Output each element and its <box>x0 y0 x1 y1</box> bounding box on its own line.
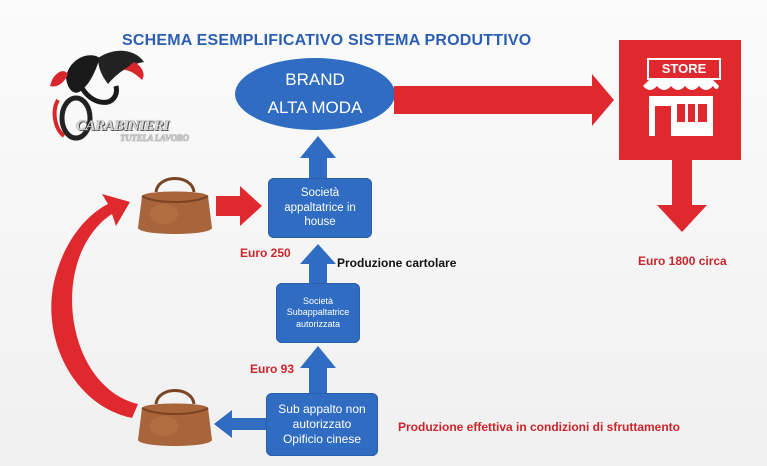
store-icon <box>643 78 719 136</box>
carabinieri-logo-icon <box>50 50 144 141</box>
brand-line-2: ALTA MODA <box>267 98 363 117</box>
sub-authorized-line-1: Società <box>302 296 333 307</box>
arrow-up-to-brand-icon <box>300 136 336 178</box>
arrow-up-to-in-house-icon <box>300 244 336 283</box>
arrow-bag-to-in-house-icon <box>216 186 262 226</box>
arrow-curved-return-icon <box>51 194 138 418</box>
price-label-93: Euro 93 <box>250 362 295 376</box>
in-house-line-1: Società <box>300 187 340 200</box>
arrow-left-to-bag-icon <box>214 410 266 438</box>
logo-subtext: TUTELA LAVORO <box>120 133 189 143</box>
unauthorized-subcontract-box: Sub appalto non autorizzato Opificio cin… <box>266 393 378 456</box>
authorized-subcontractor-box: Società Subappaltatrice autorizzata <box>276 283 360 343</box>
in-house-line-2: appaltatrice in <box>284 201 356 214</box>
handbag-icon <box>138 177 212 234</box>
label-produzione-effettiva: Produzione effettiva in condizioni di sf… <box>398 420 681 434</box>
brand-node: BRAND ALTA MODA <box>235 58 395 130</box>
arrow-store-down-icon <box>657 160 707 232</box>
diagram-title: SCHEMA ESEMPLIFICATIVO SISTEMA PRODUTTIV… <box>122 32 532 49</box>
arrow-up-to-sub-authorized-icon <box>300 346 336 393</box>
arrow-brand-to-store-icon <box>394 74 614 126</box>
in-house-line-3: house <box>304 216 336 229</box>
brand-line-1: BRAND <box>285 70 345 89</box>
label-produzione-cartolare: Produzione cartolare <box>337 256 457 270</box>
price-label-1800: Euro 1800 circa <box>638 254 727 268</box>
sub-authorized-line-2: Subappaltatrice <box>286 307 350 318</box>
price-label-250: Euro 250 <box>240 246 291 260</box>
in-house-contractor-box: Società appaltatrice in house <box>268 178 372 238</box>
handbag-icon <box>138 389 212 446</box>
unauthorized-line-1: Sub appalto non <box>278 402 366 416</box>
logo-text: CARABINIERI <box>76 118 169 134</box>
sub-authorized-line-3: autorizzata <box>295 318 340 329</box>
unauthorized-line-3: Opificio cinese <box>282 432 362 446</box>
unauthorized-line-2: autorizzato <box>292 417 352 431</box>
